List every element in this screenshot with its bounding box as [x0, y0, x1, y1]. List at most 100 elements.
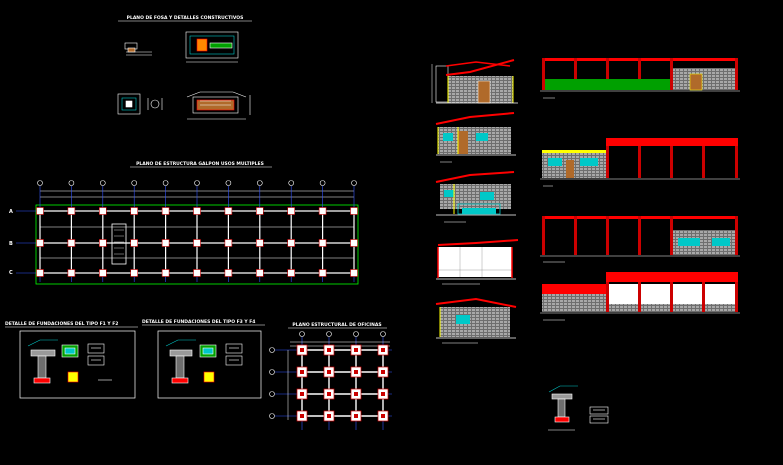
- column: [318, 207, 327, 215]
- title-offices-plan: PLANO ESTRUCTURAL DE OFICINAS: [292, 322, 381, 328]
- detail-pit-plan: [185, 31, 239, 63]
- office-column: [327, 392, 331, 396]
- grid-bubble: [100, 180, 106, 186]
- office-column: [300, 348, 304, 352]
- grid-bubble: [288, 180, 295, 186]
- foundation-detail-f1f2: DETALLE DE FUNDACIONES DEL TIPO F1 Y F2: [5, 321, 138, 399]
- column: [193, 239, 201, 247]
- foundation-details-group: PLANO DE FOSA Y DETALLES CONSTRUCTIVOS: [117, 15, 252, 120]
- grid-bubble: [37, 180, 43, 186]
- office-column: [354, 392, 358, 396]
- title-foundation-plan: PLANO DE FOSA Y DETALLES CONSTRUCTIVOS: [127, 15, 244, 21]
- title-detail-f1-f2: DETALLE DE FUNDACIONES DEL TIPO F1 Y F2: [5, 321, 118, 327]
- office-grid-bubble: [269, 391, 275, 397]
- column: [99, 207, 107, 215]
- column: [287, 207, 296, 215]
- office-grid-bubble: [269, 347, 275, 353]
- grid-row-b: B: [9, 241, 13, 247]
- column: [130, 239, 138, 247]
- column: [161, 269, 170, 277]
- office-column: [327, 370, 331, 374]
- grid-bubble: [351, 180, 357, 186]
- grid-bubble: [256, 180, 263, 186]
- structure-columns: [36, 207, 358, 277]
- column: [36, 207, 44, 215]
- office-column: [381, 370, 385, 374]
- elevation-1: [431, 59, 518, 104]
- elevation-2: [435, 112, 516, 163]
- office-column: [300, 414, 304, 418]
- column: [224, 207, 233, 215]
- small-foundation-detail: [548, 385, 609, 431]
- column: [99, 239, 107, 247]
- office-column: [354, 370, 358, 374]
- column: [255, 207, 264, 215]
- structure-grid-lines: [16, 186, 358, 282]
- office-column: [327, 348, 331, 352]
- column: [255, 269, 264, 277]
- office-column: [354, 414, 358, 418]
- title-structure-plan: PLANO DE ESTRUCTURA GALPON USOS MULTIPLE…: [136, 161, 264, 167]
- column: [67, 269, 76, 277]
- column: [161, 207, 170, 215]
- column: [193, 207, 201, 215]
- elevation-long-2: [540, 138, 740, 187]
- office-column: [381, 392, 385, 396]
- office-column: [381, 348, 385, 352]
- elevation-5: [435, 297, 517, 344]
- elevation-4: [436, 239, 519, 285]
- column: [350, 207, 358, 215]
- structure-grid-bubbles: [37, 180, 357, 186]
- column: [130, 269, 138, 277]
- column: [193, 269, 201, 277]
- column: [224, 269, 233, 277]
- detail-box-plan: [117, 93, 163, 115]
- column: [350, 269, 358, 277]
- office-grid-bubble: [353, 331, 359, 337]
- column: [287, 269, 296, 277]
- title-detail-f3-f4: DETALLE DE FUNDACIONES DEL TIPO F3 Y F4: [142, 319, 255, 325]
- detail-pit-section: [186, 91, 251, 120]
- structure-plan-group: PLANO DE ESTRUCTURA GALPON USOS MULTIPLE…: [9, 161, 359, 285]
- grid-bubble: [68, 180, 75, 186]
- elevation-3: [435, 171, 516, 223]
- office-grid-bubble: [269, 413, 275, 419]
- column: [350, 239, 358, 247]
- column: [67, 239, 76, 247]
- office-grid-bubble: [326, 331, 332, 337]
- office-grid-bubble: [299, 331, 305, 337]
- office-column: [300, 370, 304, 374]
- offices-grid: [269, 331, 392, 430]
- column: [224, 239, 233, 247]
- column: [318, 269, 327, 277]
- grid-bubble: [225, 180, 232, 186]
- detail-small-section: [124, 42, 152, 56]
- grid-row-c: C: [9, 270, 13, 276]
- elevation-long-4: [540, 272, 740, 321]
- column: [36, 239, 44, 247]
- column: [36, 269, 44, 277]
- column: [255, 239, 264, 247]
- grid-bubble: [162, 180, 169, 186]
- offices-plan-group: PLANO ESTRUCTURAL DE OFICINAS: [269, 322, 392, 430]
- elevation-long-1: [540, 58, 740, 99]
- office-column: [300, 392, 304, 396]
- elevation-long-3: [540, 216, 740, 263]
- grid-bubble: [319, 180, 326, 186]
- foundation-detail-f3f4: DETALLE DE FUNDACIONES DEL TIPO F3 Y F4: [142, 319, 265, 399]
- column: [130, 207, 138, 215]
- office-grid-bubble: [269, 369, 275, 375]
- office-column: [327, 414, 331, 418]
- office-column: [381, 414, 385, 418]
- grid-bubble: [131, 180, 137, 186]
- column: [318, 239, 327, 247]
- office-column: [354, 348, 358, 352]
- grid-bubble: [194, 180, 200, 186]
- column: [287, 239, 296, 247]
- column: [99, 269, 107, 277]
- column: [67, 207, 76, 215]
- grid-row-a: A: [9, 209, 13, 215]
- office-grid-bubble: [380, 331, 386, 337]
- column: [161, 239, 170, 247]
